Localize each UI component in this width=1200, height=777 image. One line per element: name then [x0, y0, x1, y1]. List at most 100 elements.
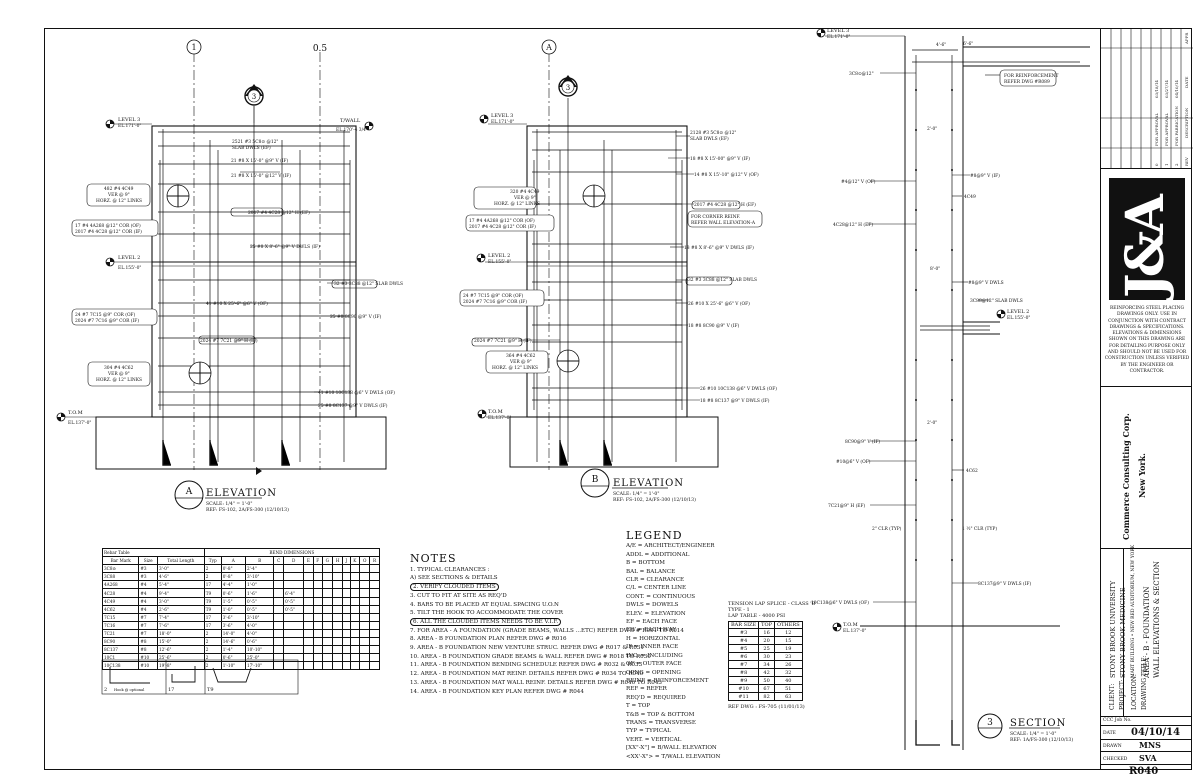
- svg-text:2" CLR (TYP): 2" CLR (TYP): [872, 527, 902, 532]
- svg-text:2024 #7 7C16 @9" COR (IF): 2024 #7 7C16 @9" COR (IF): [75, 319, 139, 324]
- elevation-b: A 3: [459, 39, 777, 503]
- svg-text:18 #8 8C137 @9" V DWLS (IF): 18 #8 8C137 @9" V DWLS (IF): [700, 399, 770, 404]
- svg-text:320 #4 4C49: 320 #4 4C49: [510, 190, 540, 195]
- lap-cell: 16: [758, 628, 775, 637]
- schedule-cell: [349, 653, 361, 663]
- schedule-cell: 2: [203, 564, 222, 574]
- schedule-cell: 3'-10": [244, 572, 275, 582]
- schedule-cell: [342, 588, 351, 598]
- schedule-cell: [342, 572, 351, 582]
- lap-cell: 23: [773, 652, 803, 661]
- schedule-cell: [369, 572, 380, 582]
- schedule-cell: [359, 572, 371, 582]
- svg-text:8C90@9" V (IF): 8C90@9" V (IF): [845, 440, 880, 445]
- schedule-cell: [342, 612, 351, 622]
- legend-item: EW = EACH WAY: [626, 627, 677, 634]
- project-name: STONY BROOK MEDICINE: [1119, 587, 1127, 678]
- svg-text:FOR CORNER REINF.: FOR CORNER REINF.: [691, 215, 740, 220]
- legend-item: DWLS = DOWELS: [626, 602, 679, 609]
- schedule-cell: [331, 645, 344, 655]
- schedule-cell: 7C15: [101, 612, 140, 622]
- lap-cell: 30: [758, 652, 775, 661]
- link-symbol: [188, 361, 212, 385]
- schedule-header: A: [220, 556, 246, 566]
- footing: [95, 416, 387, 470]
- schedule-cell: 4'-4": [220, 580, 246, 590]
- svg-text:REF: 1A/FS-300 (12/10/13): REF: 1A/FS-300 (12/10/13): [1010, 736, 1073, 743]
- schedule-cell: 4C62: [101, 604, 140, 614]
- schedule-cell: [321, 620, 333, 630]
- legend-item: BAL = BALANCE: [626, 568, 676, 575]
- schedule-cell: [331, 596, 344, 606]
- legend-item: CONT. = CONTINUOUS: [626, 593, 696, 600]
- lap-cell: #6: [727, 652, 760, 661]
- svg-text:SCALE: 1/4" = 1'-0": SCALE: 1/4" = 1'-0": [206, 501, 252, 507]
- svg-text:24 #7 7C15 @9" COR (OF): 24 #7 7C15 @9" COR (OF): [463, 294, 524, 299]
- disclaimer: REINFORCING STEEL PLACING DRAWINGS ONLY.…: [1104, 306, 1190, 374]
- note-item: 2. VERIFY CLOUDED ITEMS: [410, 583, 684, 592]
- svg-text:SLAB DWLS (EF): SLAB DWLS (EF): [232, 146, 271, 151]
- drawing-canvas: 1 0.5 3: [56, 28, 1090, 750]
- lap-splice-block: TENSION LAP SPLICE - CLASS 'B' TYPE - 1 …: [727, 601, 817, 710]
- schedule-cell: [369, 564, 380, 574]
- schedule-cell: [312, 588, 323, 598]
- svg-text:EL.170'-4 3/4": EL.170'-4 3/4": [336, 128, 368, 133]
- lap-cell: 42: [758, 668, 775, 677]
- revision-desc: FOR FABRICATION: [1174, 106, 1179, 146]
- schedule-cell: [331, 580, 344, 590]
- schedule-cell: [321, 612, 333, 622]
- level-marker: [476, 253, 527, 263]
- schedule-cell: [303, 628, 314, 639]
- schedule-cell: 4C28: [101, 588, 140, 598]
- schedule-cell: 2: [203, 645, 222, 655]
- svg-text:2024 #7 7C21 @9" H (IF): 2024 #7 7C21 @9" H (IF): [474, 339, 532, 344]
- schedule-cell: 1'-5": [220, 596, 246, 606]
- schedule-cell: 2: [203, 661, 222, 671]
- schedule-cell: [283, 637, 305, 647]
- rebar-callouts: 2521 #3 5C8⊙ @12" SLAB DWLS (EF) 21 #8 X…: [200, 140, 403, 409]
- svg-text:6'-6": 6'-6": [963, 42, 973, 47]
- svg-text:2017 #4 4C28 @12" H (EF): 2017 #4 4C28 @12" H (EF): [694, 203, 756, 208]
- schedule-cell: [331, 637, 344, 647]
- schedule-cell: [331, 620, 344, 630]
- schedule-header: Typ: [203, 556, 222, 566]
- reinforcement-note-box: FOR REINFORCEMENT REFER DWG #R089: [999, 69, 1058, 87]
- svg-text:3C88@12" SLAB DWLS: 3C88@12" SLAB DWLS: [970, 299, 1023, 304]
- cloud-mark: [691, 200, 741, 210]
- lap-type: TYPE - 1: [728, 607, 750, 613]
- svg-text:4C62: 4C62: [966, 469, 978, 474]
- schedule-cell: [369, 604, 380, 614]
- schedule-cell: 9'-4": [156, 588, 205, 598]
- schedule-cell: 0'-6": [220, 588, 246, 598]
- svg-text:B: B: [592, 475, 599, 485]
- schedule-cell: #10: [138, 661, 158, 671]
- schedule-cell: T9: [203, 596, 222, 606]
- callout-box: 17 #4 4A268 @12" COR (OF) 2017 #4 4C28 @…: [465, 214, 555, 232]
- schedule-cell: [303, 620, 314, 630]
- level-marker: [832, 622, 842, 632]
- schedule-cell: 2: [203, 572, 222, 582]
- svg-text:3: 3: [252, 93, 256, 101]
- schedule-cell: [342, 637, 351, 647]
- svg-text:304 #4 4C62: 304 #4 4C62: [104, 366, 134, 371]
- schedule-cell: 8C137: [101, 645, 140, 655]
- schedule-cell: [359, 637, 371, 647]
- svg-text:24 #7 7C15 @9" COR (OF): 24 #7 7C15 @9" COR (OF): [75, 313, 136, 318]
- legend-item: INC. = INCLUDING: [626, 652, 683, 659]
- svg-text:T.O.M: T.O.M: [68, 410, 83, 416]
- svg-text:HORZ. @ 12" LINKS: HORZ. @ 12" LINKS: [96, 378, 142, 383]
- link-symbol: [556, 349, 580, 373]
- schedule-cell: #7: [138, 612, 158, 622]
- note-item: 1. TYPICAL CLEARANCES :: [410, 566, 490, 573]
- schedule-cell: [273, 564, 285, 574]
- schedule-header: E: [303, 556, 314, 566]
- note-item: 7. FOR AREA - A FOUNDATION (GRADE BEAMS,…: [410, 627, 684, 634]
- schedule-cell: [331, 661, 344, 671]
- schedule-cell: 2'-4": [244, 564, 275, 574]
- schedule-cell: [369, 612, 380, 622]
